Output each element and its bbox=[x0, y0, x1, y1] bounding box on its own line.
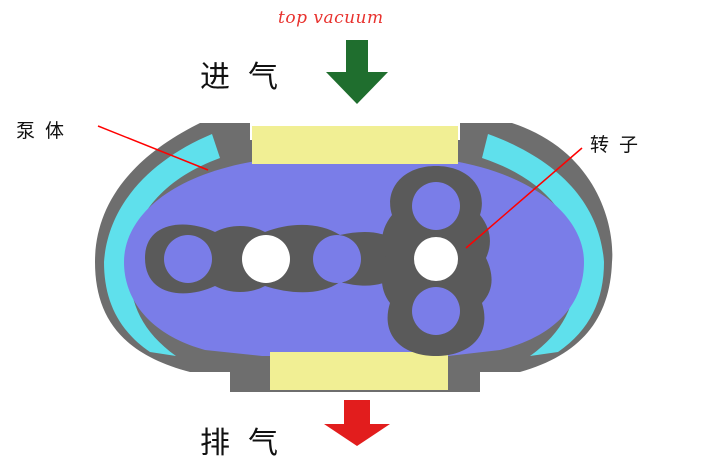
outlet-port bbox=[270, 352, 448, 390]
rotor-shaft bbox=[414, 237, 458, 281]
pump-body-label: 泵体 bbox=[16, 120, 75, 142]
inlet-label: 进气 bbox=[200, 60, 296, 95]
rotor-shaft bbox=[242, 235, 290, 283]
rotor-leader-line bbox=[465, 147, 583, 249]
roots-pump-diagram bbox=[95, 40, 613, 446]
outlet-label: 排气 bbox=[200, 426, 296, 461]
outlet-arrow-icon bbox=[324, 400, 390, 446]
inlet-port bbox=[252, 126, 458, 164]
watermark-text: top vacuum bbox=[278, 8, 384, 28]
inlet-arrow-icon bbox=[326, 40, 388, 104]
jacket-left bbox=[104, 134, 220, 356]
rotor-lobe-hole bbox=[313, 235, 361, 283]
pump-body-leader-line bbox=[97, 125, 209, 171]
rotor-lobe-hole bbox=[412, 287, 460, 335]
rotor-lobe-hole bbox=[164, 235, 212, 283]
rotor-lobe-hole bbox=[412, 182, 460, 230]
rotor-label: 转子 bbox=[590, 134, 649, 156]
